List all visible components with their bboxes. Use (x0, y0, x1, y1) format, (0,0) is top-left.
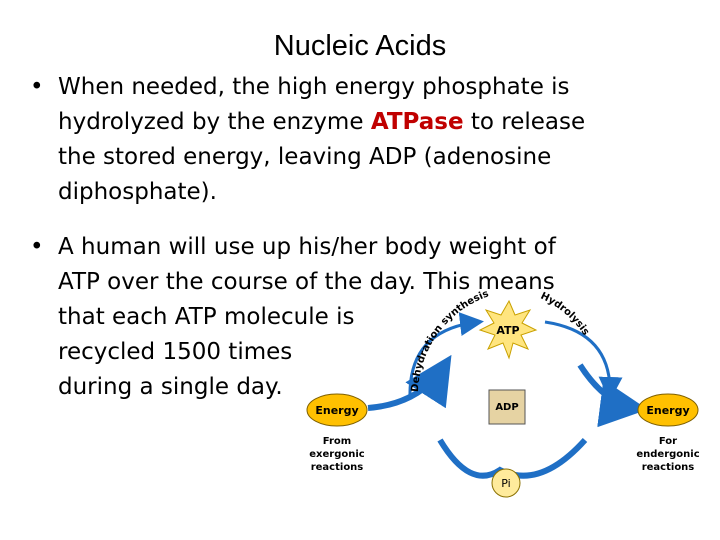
bullet-line: that each ATP molecule is (58, 304, 355, 330)
slide-title: Nucleic Acids (273, 30, 447, 62)
bullet-text: When needed, the high energy phosphate i… (58, 74, 586, 205)
phosphate-label: Pi (501, 477, 510, 490)
energy-output-arc (577, 363, 648, 428)
bullet-marker: • (30, 74, 44, 100)
energy-output-ellipse (637, 393, 699, 427)
energy-input-label: Energy (315, 404, 358, 417)
atp-label: ATP (496, 324, 519, 337)
for-endergonic-label: endergonic (636, 449, 699, 460)
bullet-atpase-hydrolysis: • When needed, the high energy phosphate… (30, 70, 710, 210)
bullet-line: ATP over the course of the day. This mea… (58, 269, 555, 295)
adp-box (488, 389, 526, 425)
bullet-line: during a single day. (58, 374, 283, 400)
from-label: From (323, 436, 351, 447)
phosphate-circle (491, 468, 521, 498)
for-reactions-label: reactions (642, 462, 695, 473)
bullet-atp-recycling: • A human will use up his/her body weigh… (30, 230, 710, 405)
bullet-text: A human will use up his/her body weight … (58, 230, 710, 405)
energy-input-arc (367, 354, 452, 411)
from-exergonic-label: exergonic (309, 449, 365, 460)
from-reactions-label: reactions (311, 462, 364, 473)
hydrolysis-label: Hydrolysis (539, 291, 591, 338)
atpase-term: ATPase (370, 109, 464, 135)
adp-label: ADP (495, 402, 518, 413)
dehydration-synthesis-label: Dehydration synthesis (410, 288, 490, 392)
for-label: For (659, 436, 677, 447)
energy-output-label: Energy (646, 404, 689, 417)
hydrolysis-arrow (544, 320, 623, 401)
bullet-line: recycled 1500 times (58, 339, 293, 365)
bullet-marker: • (30, 234, 44, 260)
atp-star (478, 299, 538, 360)
bullet-line: A human will use up his/her body weight … (58, 234, 556, 260)
energy-input-ellipse (306, 393, 368, 427)
